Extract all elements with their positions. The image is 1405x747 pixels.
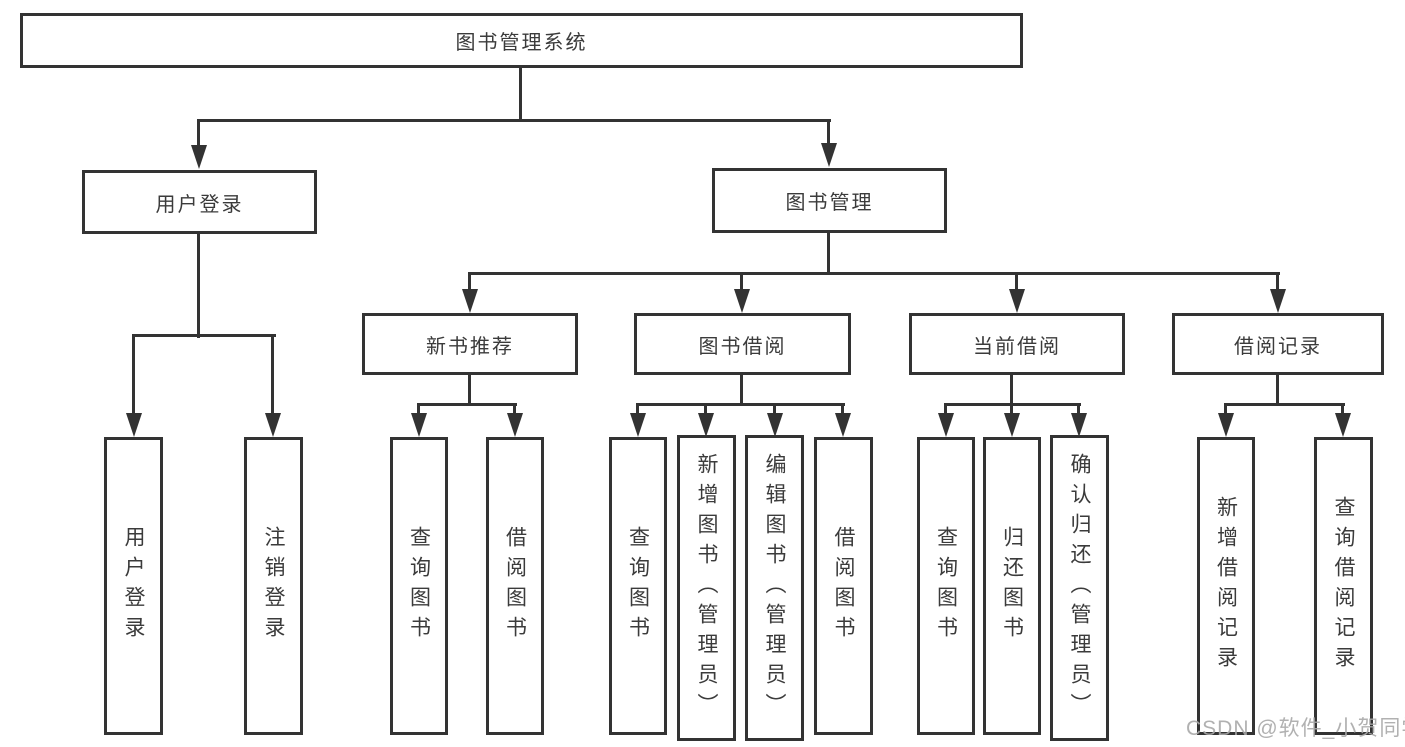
- leaf-user-login: 用户登录: [104, 437, 163, 735]
- node-current-borrowing: 当前借阅: [909, 313, 1125, 375]
- leaf-add-borrow-record: 新增借阅记录: [1197, 437, 1255, 735]
- leaf-query-borrow-record: 查询借阅记录: [1314, 437, 1373, 735]
- arrow-down-icon: [835, 413, 851, 437]
- leaf-edit-books-admin: 编辑图书（管理员）: [745, 435, 804, 741]
- arrow-down-icon: [734, 289, 750, 313]
- arrow-down-icon: [411, 413, 427, 437]
- arrow-down-icon: [1071, 413, 1087, 437]
- connector-line: [468, 272, 1280, 275]
- arrow-down-icon: [507, 413, 523, 437]
- leaf-add-books-admin: 新增图书（管理员）: [677, 435, 736, 741]
- connector-line: [519, 66, 522, 122]
- connector-line: [1010, 373, 1013, 406]
- node-new-book-recommendation: 新书推荐: [362, 313, 578, 375]
- connector-line: [1224, 403, 1345, 406]
- connector-line: [468, 272, 471, 294]
- connector-line: [827, 231, 830, 275]
- connector-line: [133, 334, 276, 337]
- arrow-down-icon: [462, 289, 478, 313]
- node-user-login: 用户登录: [82, 170, 317, 234]
- connector-line: [198, 119, 831, 122]
- connector-line: [636, 403, 845, 406]
- connector-line: [417, 403, 517, 406]
- connector-line: [740, 373, 743, 406]
- arrow-down-icon: [938, 413, 954, 437]
- arrow-down-icon: [1009, 289, 1025, 313]
- connector-line: [468, 373, 471, 406]
- arrow-down-icon: [630, 413, 646, 437]
- connector-line: [1276, 373, 1279, 406]
- leaf-query-books: 查询图书: [609, 437, 667, 735]
- leaf-logout: 注销登录: [244, 437, 303, 735]
- connector-line: [271, 334, 274, 419]
- connector-line: [827, 119, 830, 149]
- leaf-query-books: 查询图书: [390, 437, 448, 735]
- arrow-down-icon: [821, 143, 837, 167]
- connector-line: [132, 334, 135, 419]
- arrow-down-icon: [767, 413, 783, 437]
- connector-line: [1015, 272, 1018, 294]
- leaf-query-books: 查询图书: [917, 437, 975, 735]
- csdn-watermark: CSDN @软件_小贺同学: [1186, 717, 1405, 740]
- leaf-borrow-books: 借阅图书: [814, 437, 873, 735]
- arrow-down-icon: [191, 145, 207, 169]
- arrow-down-icon: [1004, 413, 1020, 437]
- node-root-library-management-system: 图书管理系统: [20, 13, 1023, 68]
- connector-line: [197, 232, 200, 338]
- node-borrowing-records: 借阅记录: [1172, 313, 1384, 375]
- arrow-down-icon: [1335, 413, 1351, 437]
- arrow-down-icon: [126, 413, 142, 437]
- connector-line: [197, 119, 200, 151]
- connector-line: [1276, 272, 1279, 294]
- node-book-borrowing: 图书借阅: [634, 313, 851, 375]
- leaf-return-books: 归还图书: [983, 437, 1041, 735]
- arrow-down-icon: [265, 413, 281, 437]
- connector-line: [740, 272, 743, 294]
- leaf-confirm-return-admin: 确认归还（管理员）: [1050, 435, 1109, 741]
- leaf-borrow-books: 借阅图书: [486, 437, 544, 735]
- node-book-management: 图书管理: [712, 168, 947, 233]
- arrow-down-icon: [698, 413, 714, 437]
- arrow-down-icon: [1270, 289, 1286, 313]
- arrow-down-icon: [1218, 413, 1234, 437]
